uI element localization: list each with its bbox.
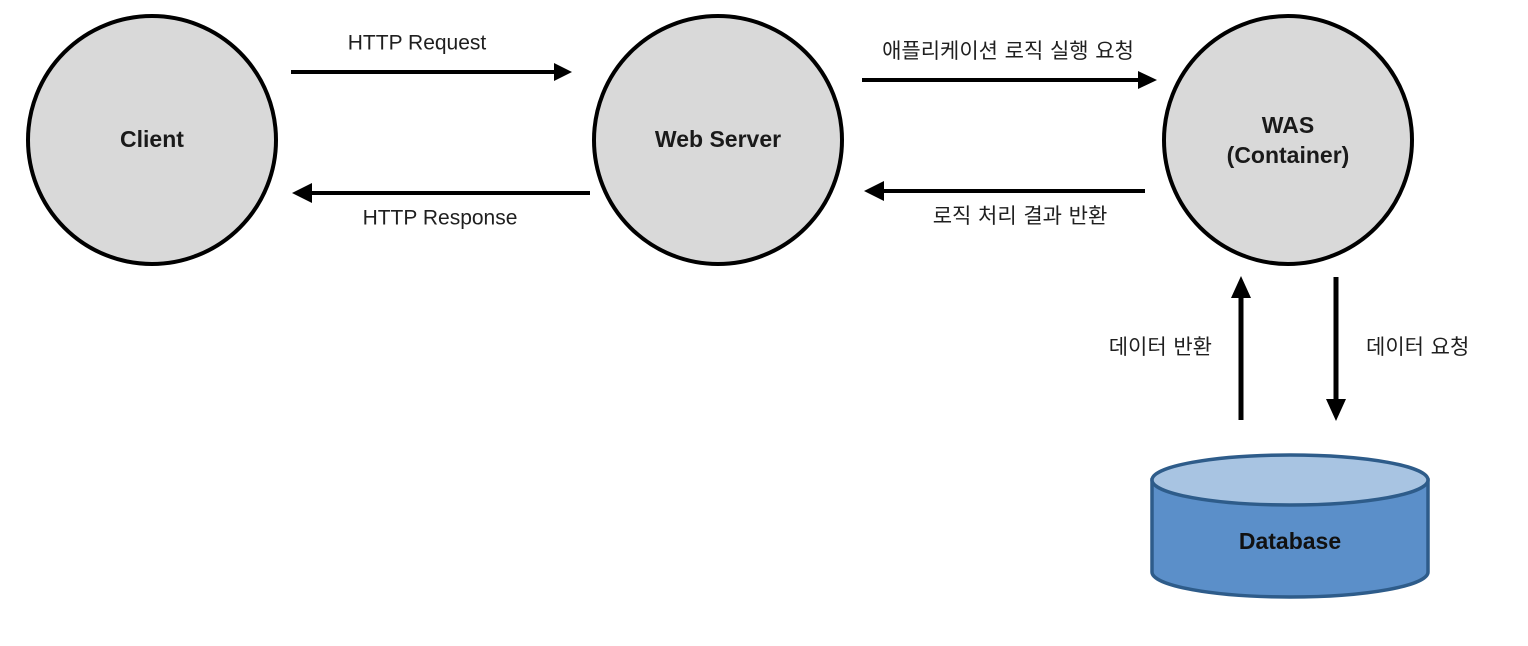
data-request-arrow-head	[1326, 399, 1346, 421]
data-request-label: 데이터 요청	[1366, 335, 1469, 359]
logic-result-return-label: 로직 처리 결과 반환	[933, 204, 1108, 228]
app-logic-request-label: 애플리케이션 로직 실행 요청	[882, 39, 1134, 63]
database-label: Database	[1239, 528, 1341, 554]
http-response-arrow-head	[292, 183, 312, 203]
data-return-arrow-head	[1231, 276, 1251, 298]
edge-http-response[interactable]: HTTP Response	[292, 183, 590, 230]
edge-http-request[interactable]: HTTP Request	[291, 32, 572, 81]
edge-data-request[interactable]: 데이터 요청	[1326, 277, 1469, 421]
edge-app-logic-request[interactable]: 애플리케이션 로직 실행 요청	[862, 39, 1157, 89]
data-return-label: 데이터 반환	[1109, 335, 1212, 359]
node-database[interactable]: Database	[1150, 453, 1430, 599]
web-server-label: Web Server	[655, 126, 781, 152]
app-logic-request-arrow-head	[1138, 71, 1157, 89]
node-client[interactable]: Client	[26, 14, 278, 266]
logic-result-return-arrow-head	[864, 181, 884, 201]
was-label-line1: WAS	[1262, 112, 1314, 138]
edge-data-return[interactable]: 데이터 반환	[1109, 276, 1251, 420]
http-request-arrow-head	[554, 63, 572, 81]
http-request-label: HTTP Request	[348, 32, 487, 55]
client-label: Client	[120, 126, 184, 152]
node-web-server[interactable]: Web Server	[592, 14, 844, 266]
edge-logic-result-return[interactable]: 로직 처리 결과 반환	[864, 181, 1145, 228]
web-server-circle	[592, 14, 844, 266]
database-cylinder-body	[1150, 478, 1430, 599]
was-label-line2: (Container)	[1227, 142, 1350, 168]
database-cylinder-top	[1150, 453, 1430, 507]
client-circle	[26, 14, 278, 266]
http-response-label: HTTP Response	[363, 207, 518, 230]
node-was[interactable]: WAS (Container)	[1162, 14, 1414, 266]
was-circle	[1162, 14, 1414, 266]
